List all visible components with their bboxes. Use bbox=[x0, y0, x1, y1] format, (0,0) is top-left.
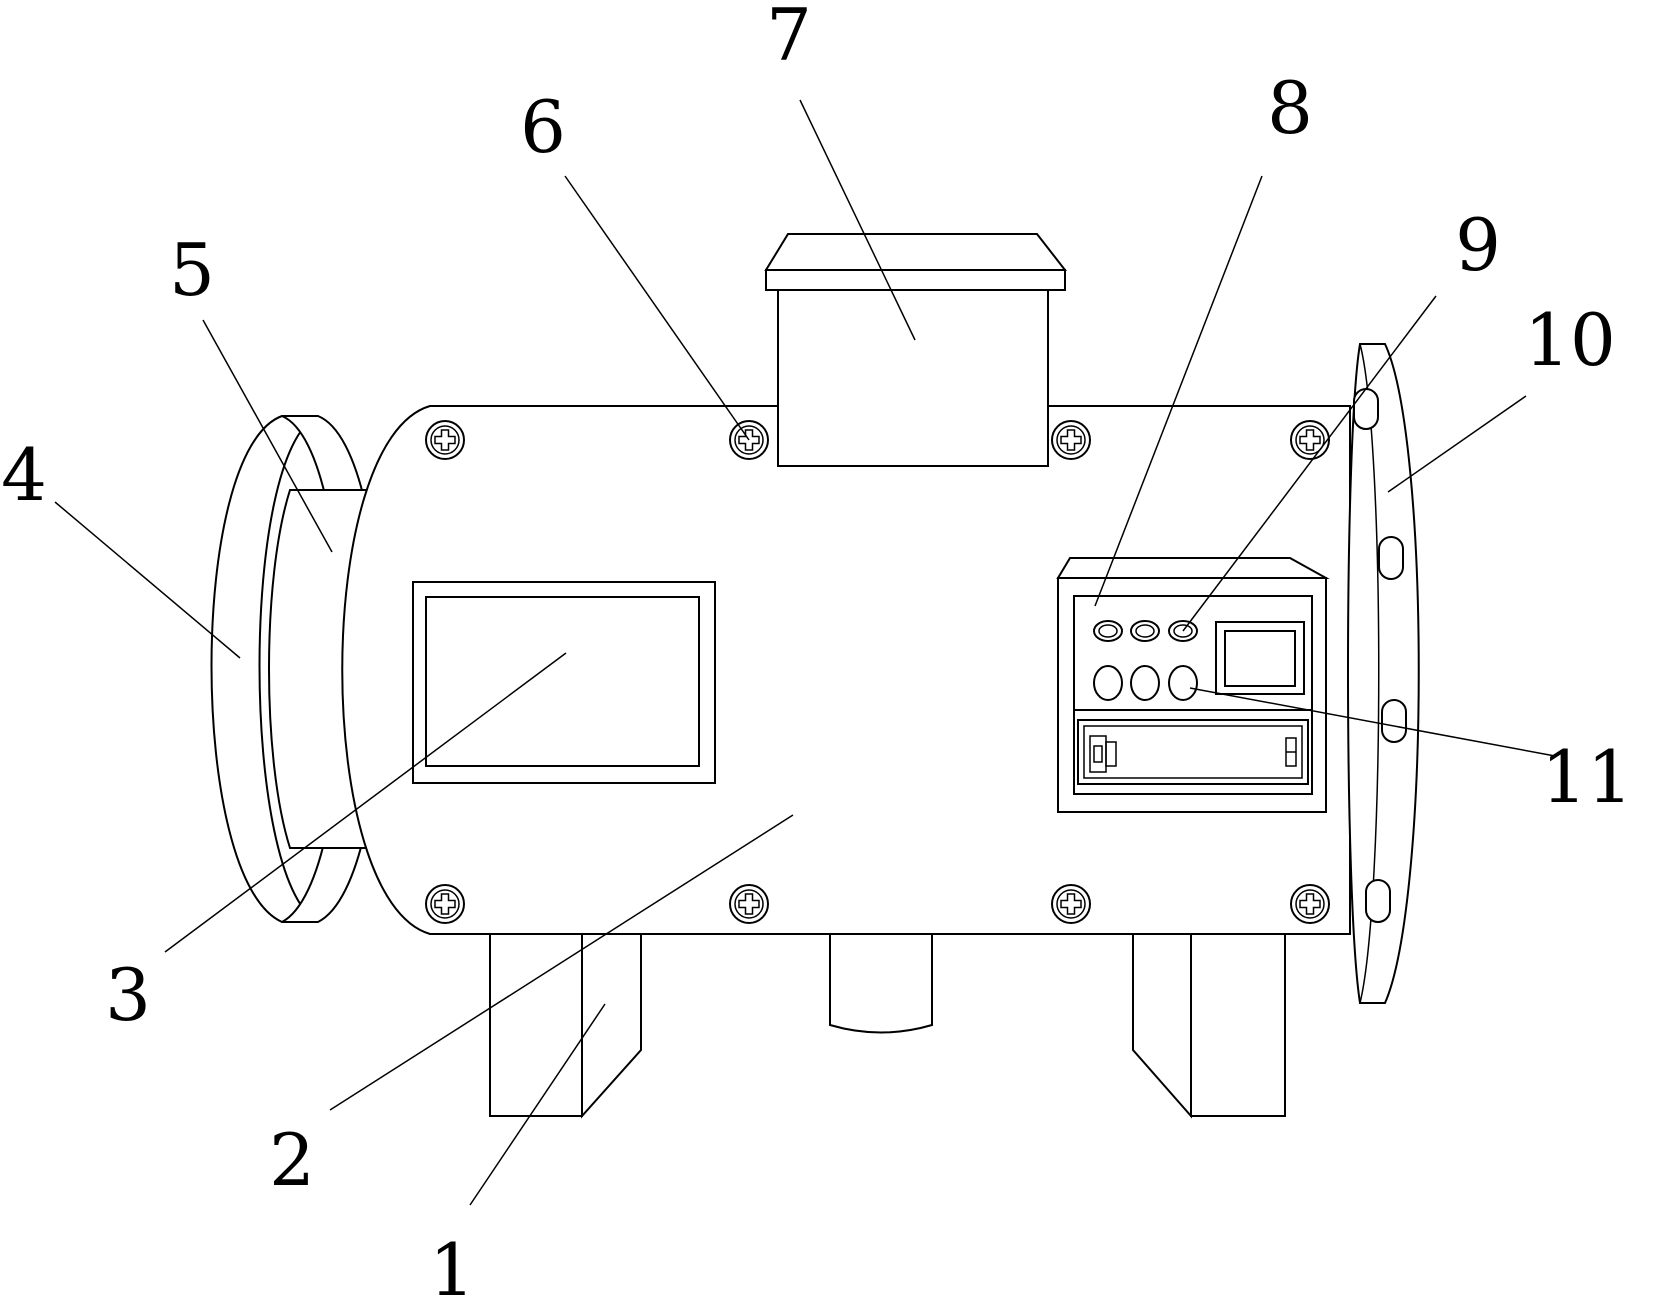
leader-line-2 bbox=[329, 814, 794, 1111]
observation-window bbox=[412, 581, 716, 784]
callout-label-3: 3 bbox=[105, 953, 151, 1037]
control-knobs bbox=[1093, 665, 1198, 701]
screw-icon bbox=[425, 884, 465, 924]
callout-label-6: 6 bbox=[520, 85, 566, 169]
callout-label-5: 5 bbox=[169, 228, 215, 312]
right-leg bbox=[1132, 931, 1286, 1119]
control-knob bbox=[1093, 665, 1123, 701]
control-knob bbox=[1168, 665, 1198, 701]
screw-icon bbox=[729, 884, 769, 924]
left-leg bbox=[489, 931, 642, 1119]
leader-line-7 bbox=[799, 99, 916, 341]
leader-line-8 bbox=[1094, 175, 1263, 607]
callout-label-8: 8 bbox=[1267, 66, 1313, 150]
screw-icon bbox=[1051, 420, 1091, 460]
battery-compartment bbox=[1077, 719, 1309, 785]
leader-line-11 bbox=[1189, 687, 1556, 757]
flange-bolt bbox=[1353, 388, 1379, 430]
leader-line-3 bbox=[164, 652, 567, 953]
leader-line-1 bbox=[469, 1003, 606, 1206]
leader-line-5 bbox=[202, 319, 333, 553]
flange-bolt bbox=[1378, 536, 1404, 580]
flange-bolts bbox=[1353, 388, 1407, 923]
indicator-lights bbox=[1093, 620, 1198, 642]
screw-icon bbox=[425, 420, 465, 460]
indicator-light bbox=[1168, 620, 1198, 642]
screw-icon bbox=[1051, 884, 1091, 924]
control-knob bbox=[1130, 665, 1160, 701]
indicator-light bbox=[1093, 620, 1123, 642]
screw-icon bbox=[1290, 420, 1330, 460]
callout-label-10: 10 bbox=[1524, 298, 1616, 382]
center-drain-stub bbox=[829, 931, 933, 1034]
leader-line-9 bbox=[1182, 295, 1437, 632]
callout-label-9: 9 bbox=[1455, 203, 1501, 287]
flange-bolt bbox=[1381, 699, 1407, 743]
callout-label-1: 1 bbox=[429, 1228, 475, 1304]
junction-box bbox=[764, 233, 1068, 467]
display-screen bbox=[1215, 621, 1305, 695]
callout-label-4: 4 bbox=[1, 433, 47, 517]
screw-icon bbox=[1290, 884, 1330, 924]
leader-line-10 bbox=[1387, 395, 1527, 493]
leader-line-4 bbox=[54, 501, 241, 659]
flange-bolt bbox=[1365, 879, 1391, 923]
control-box bbox=[1056, 557, 1330, 813]
callout-label-2: 2 bbox=[269, 1118, 315, 1202]
leader-lines bbox=[54, 99, 1556, 1206]
support-legs bbox=[489, 931, 1286, 1119]
callout-label-7: 7 bbox=[766, 0, 812, 77]
leader-line-6 bbox=[564, 175, 750, 441]
callout-label-11: 11 bbox=[1541, 735, 1633, 819]
indicator-light bbox=[1130, 620, 1160, 642]
